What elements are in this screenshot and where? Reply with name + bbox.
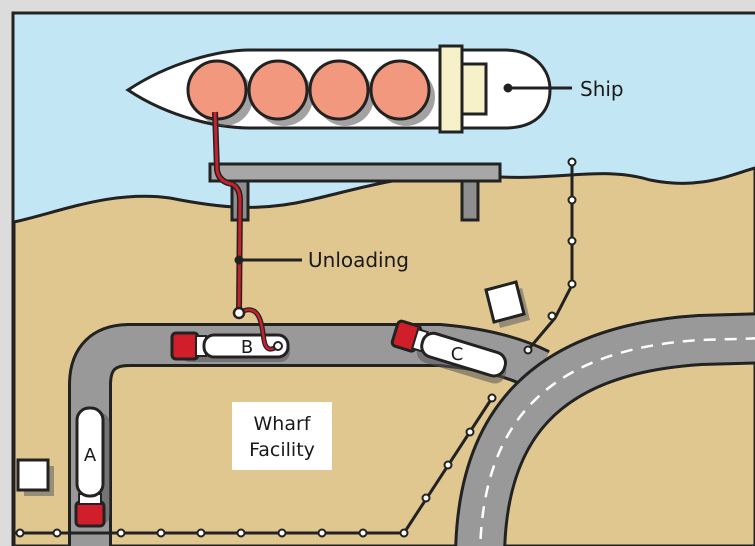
crate-right [484,280,530,328]
facility-label-line1: Wharf [254,413,312,435]
hose-connector [232,306,246,320]
unloading-label: Unloading [308,248,409,272]
ship-bridge [438,44,488,134]
truck-a [74,406,110,528]
truck-a-label: A [84,445,97,466]
ship-tanks [186,59,435,126]
ship-label: Ship [580,77,624,101]
truck-b-valve [273,341,283,351]
pier [208,162,502,222]
truck-c [390,319,508,384]
panel-border [11,11,755,546]
truck-b [170,331,290,362]
fence [14,157,577,538]
lane-markings [479,337,755,546]
ship [125,44,572,134]
crate-left [16,458,54,496]
facility-sign [232,402,332,470]
unloading-hose [212,111,280,352]
facility-label-line2: Facility [249,439,315,461]
truck-b-label: B [241,337,253,358]
truck-c-label: C [451,344,464,365]
